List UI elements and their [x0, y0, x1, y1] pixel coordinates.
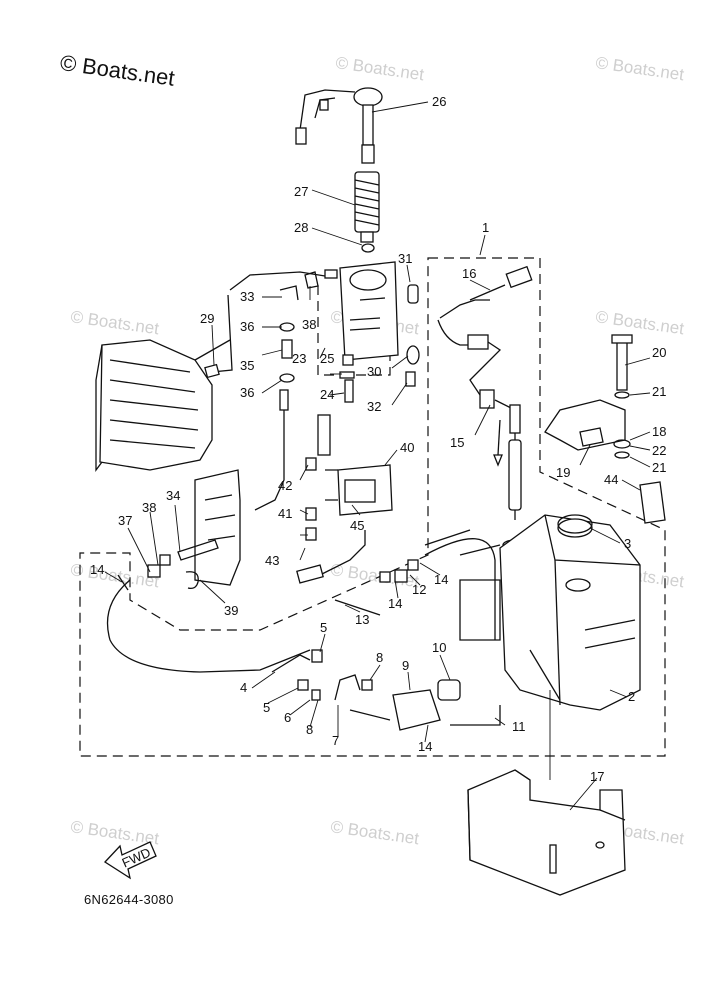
callout-11: 11: [512, 719, 526, 734]
callout-29: 29: [200, 311, 214, 326]
leader-lines: [104, 101, 651, 811]
callout-6: 6: [284, 710, 291, 725]
callout-17: 17: [590, 769, 604, 784]
callout-33: 33: [240, 289, 254, 304]
callout-14: 14: [90, 562, 104, 577]
callout-14: 14: [418, 739, 432, 754]
lower-pump-parts: [271, 529, 501, 731]
callout-36: 36: [240, 385, 254, 400]
callout-15: 15: [450, 435, 464, 450]
callout-30: 30: [367, 364, 381, 379]
callout-21: 21: [652, 460, 666, 475]
left-fittings: [106, 539, 311, 673]
callout-44: 44: [604, 472, 618, 487]
part-23-reservoir: [324, 261, 399, 366]
callout-2: 2: [628, 689, 635, 704]
callout-41: 41: [278, 506, 292, 521]
part-40-pump: [296, 414, 393, 584]
part-2-oil-tank: [424, 514, 641, 711]
callout-14: 14: [388, 596, 402, 611]
small-fittings: [339, 284, 420, 403]
hoses-upper: [204, 271, 326, 511]
callout-3: 3: [624, 536, 631, 551]
callout-27: 27: [294, 184, 308, 199]
callout-5: 5: [320, 620, 327, 635]
callout-19: 19: [556, 465, 570, 480]
callout-45: 45: [350, 518, 364, 533]
callout-18: 18: [652, 424, 666, 439]
callout-labels: 26 27 28 1 16 31 33 38 29 36 35 36 23 25…: [90, 94, 666, 784]
part-26-sensor: [295, 87, 383, 164]
callout-24: 24: [320, 387, 334, 402]
callout-9: 9: [402, 658, 409, 673]
callout-13: 13: [355, 612, 369, 627]
engine-bracket: [194, 469, 241, 586]
callout-12: 12: [412, 582, 426, 597]
callout-28: 28: [294, 220, 308, 235]
watermark: © Boats.net: [69, 307, 160, 338]
part-27-strainer: [354, 171, 380, 243]
part-16-harness: [437, 265, 533, 551]
callout-36: 36: [240, 319, 254, 334]
fwd-arrow: FWD: [103, 841, 157, 880]
callout-14: 14: [434, 572, 448, 587]
callout-10: 10: [432, 640, 446, 655]
watermark: © Boats.net: [329, 817, 420, 848]
callout-26: 26: [432, 94, 446, 109]
tank-bracket: [544, 334, 633, 459]
engine-block: [95, 339, 231, 472]
callout-8: 8: [306, 722, 313, 737]
callout-38: 38: [302, 317, 316, 332]
fwd-label: FWD: [120, 845, 153, 871]
callout-5: 5: [263, 700, 270, 715]
callout-32: 32: [367, 399, 381, 414]
callout-7: 7: [332, 733, 339, 748]
part-44-label: [639, 481, 666, 524]
callout-22: 22: [652, 443, 666, 458]
callout-42: 42: [278, 478, 292, 493]
callout-21: 21: [652, 384, 666, 399]
callout-1: 1: [482, 220, 489, 235]
callout-40: 40: [400, 440, 414, 455]
part-28-o-ring: [361, 243, 375, 253]
callout-38: 38: [142, 500, 156, 515]
callout-34: 34: [166, 488, 180, 503]
callout-31: 31: [398, 251, 412, 266]
diagram-code: 6N62644-3080: [84, 892, 174, 907]
callout-37: 37: [118, 513, 132, 528]
callout-20: 20: [652, 345, 666, 360]
watermark: © Boats.net: [594, 307, 685, 338]
part-17-tray: [467, 769, 626, 896]
watermark: © Boats.net: [594, 53, 685, 84]
callout-25: 25: [320, 351, 334, 366]
watermark: © Boats.net: [334, 53, 425, 84]
callout-43: 43: [265, 553, 279, 568]
callout-4: 4: [240, 680, 247, 695]
group-1-boundary: [79, 257, 666, 757]
callout-39: 39: [224, 603, 238, 618]
callout-23: 23: [292, 351, 306, 366]
callout-35: 35: [240, 358, 254, 373]
callout-8: 8: [376, 650, 383, 665]
callout-16: 16: [462, 266, 476, 281]
